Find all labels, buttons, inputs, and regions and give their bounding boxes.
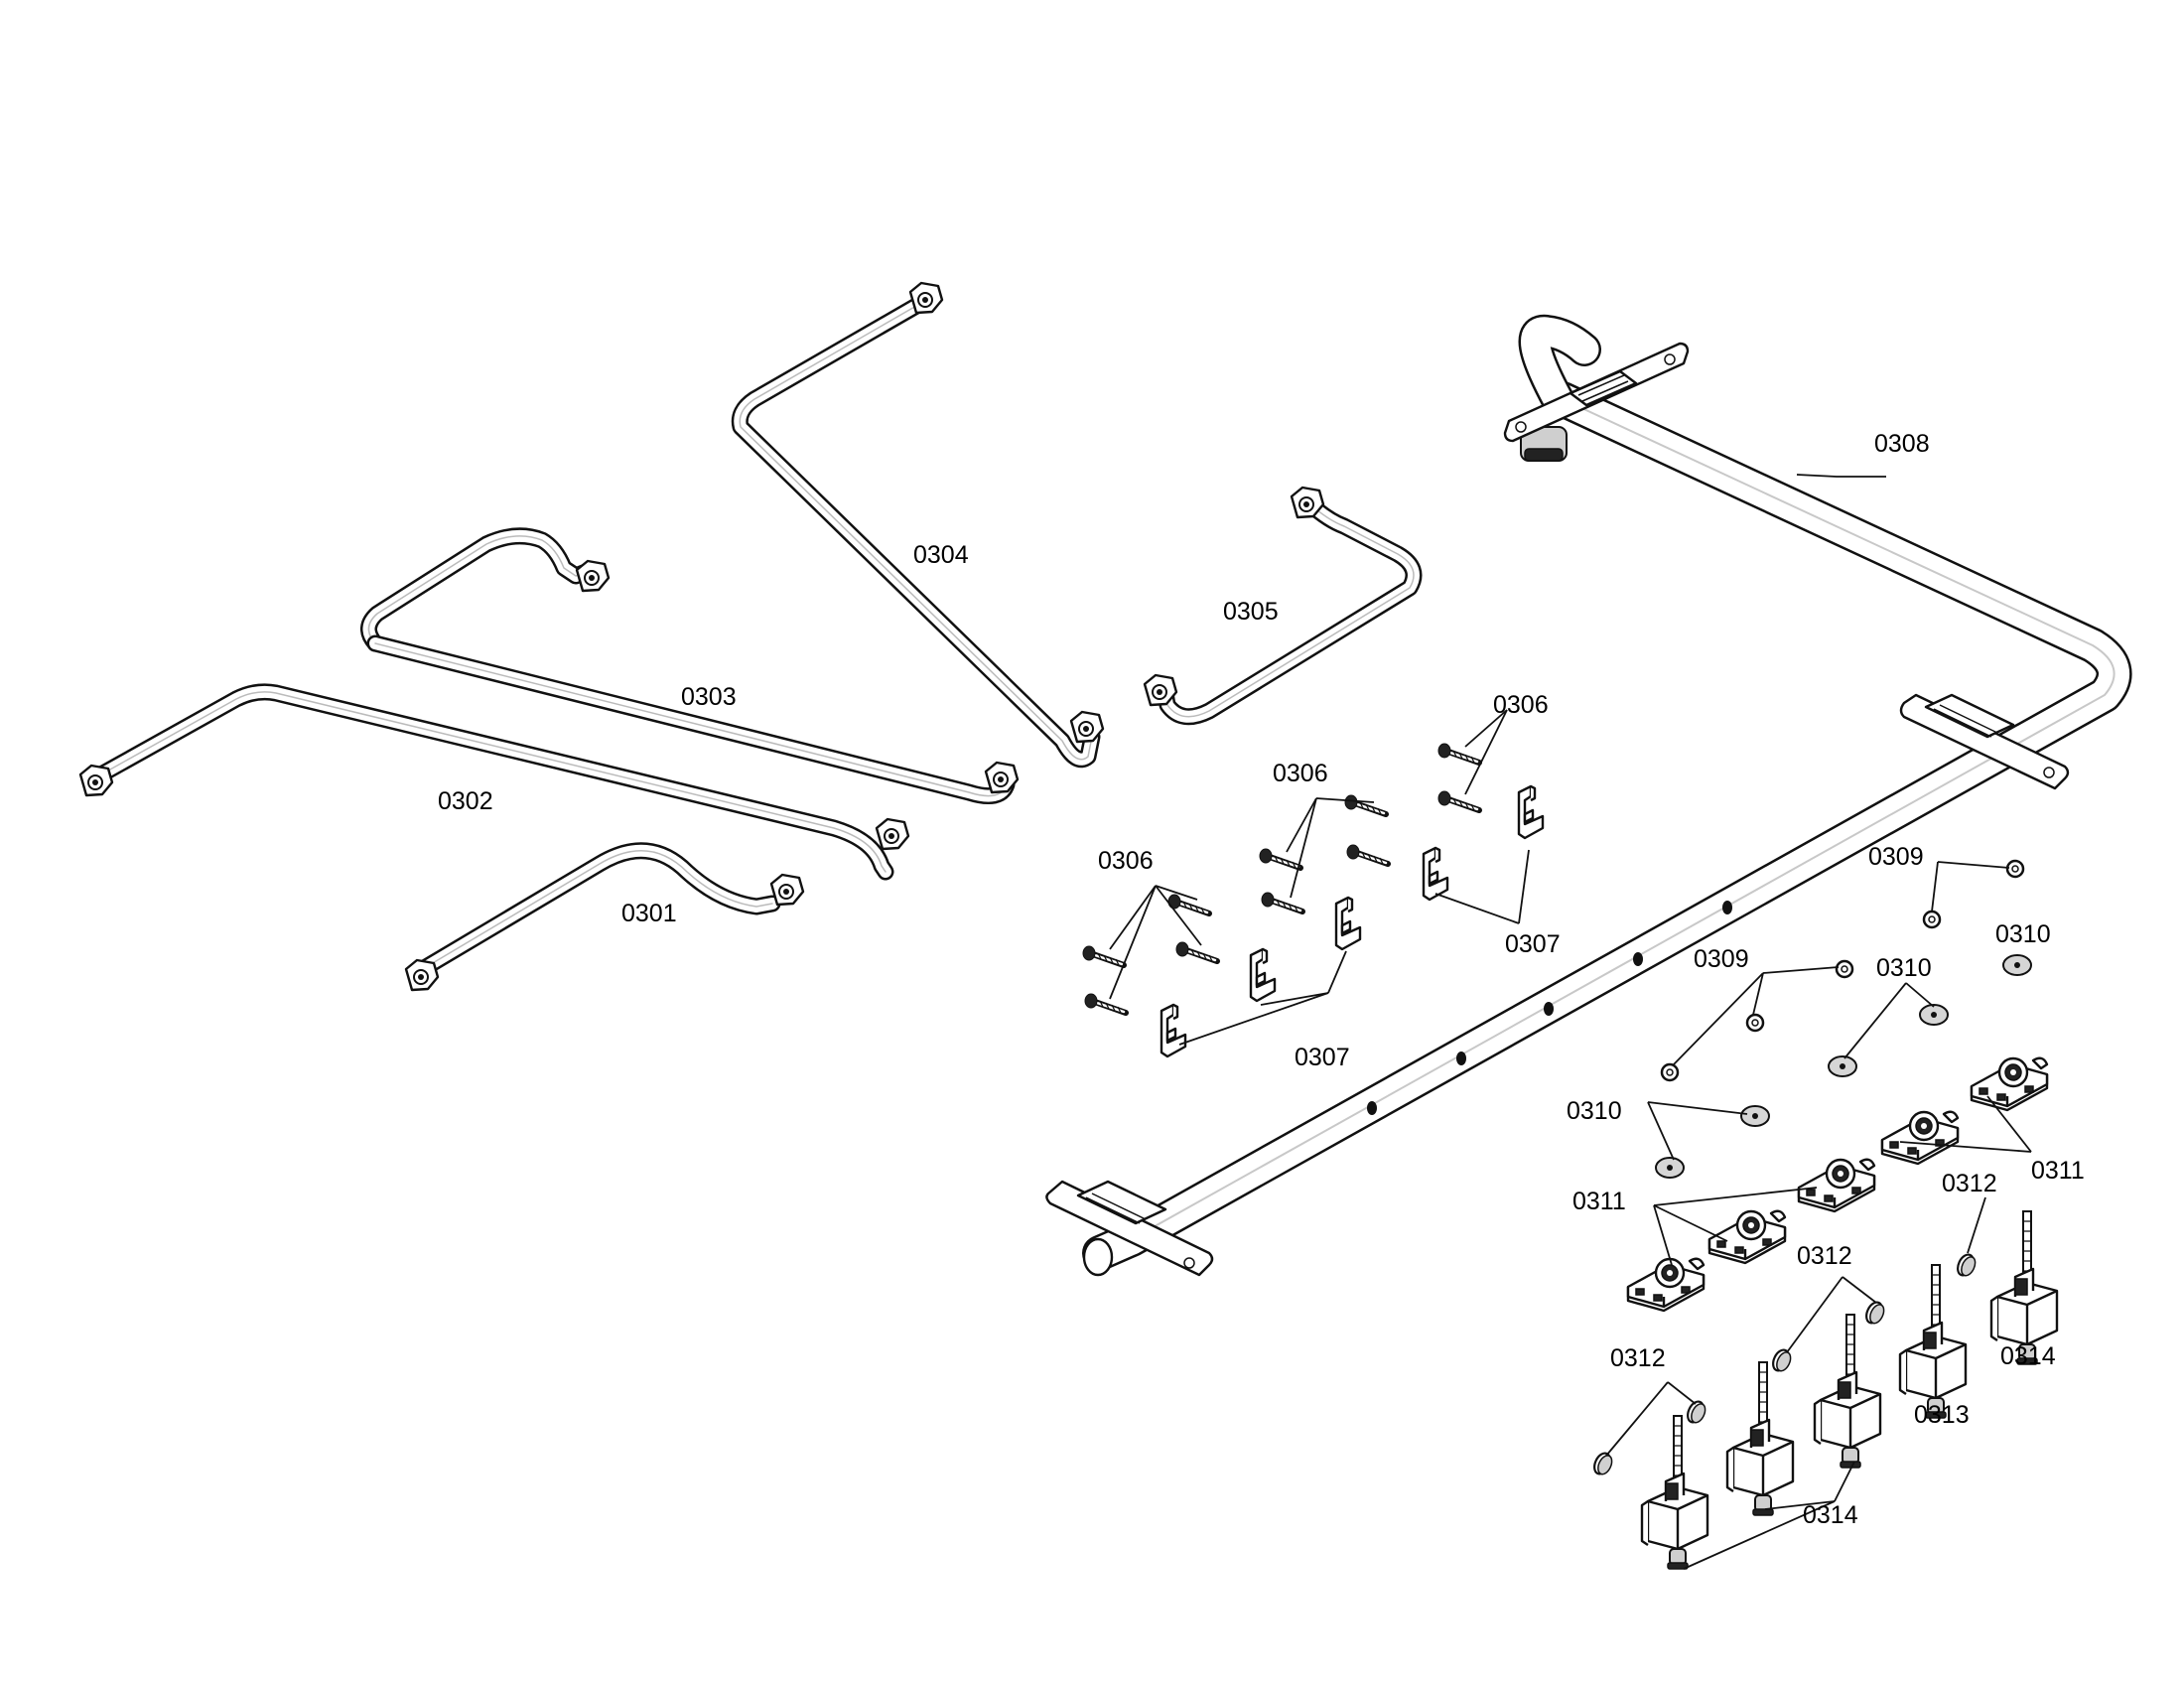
callout-0311: 0311 xyxy=(2031,1157,2085,1185)
pipe-0301 xyxy=(404,842,805,992)
callout-0312: 0312 xyxy=(1610,1344,1666,1372)
pipe-0305 xyxy=(1143,486,1423,726)
callout-0308: 0308 xyxy=(1874,430,1930,458)
callout-0304: 0304 xyxy=(913,541,969,569)
callout-0302: 0302 xyxy=(438,787,493,815)
clips-0307 xyxy=(1160,784,1545,1058)
callout-0307: 0307 xyxy=(1505,930,1561,958)
pipe-0303 xyxy=(360,527,1020,805)
pipe-0304 xyxy=(731,281,1105,769)
callout-labels: 0301 0302 0303 0304 0305 0306 0306 0306 … xyxy=(438,430,2085,1529)
callout-0309: 0309 xyxy=(1868,843,1924,871)
callout-0307: 0307 xyxy=(1295,1044,1350,1071)
leader-lines xyxy=(1109,474,2032,1570)
callout-0312: 0312 xyxy=(1797,1242,1852,1270)
callout-0306: 0306 xyxy=(1273,760,1328,787)
callout-0311: 0311 xyxy=(1572,1188,1626,1215)
callout-0306: 0306 xyxy=(1493,691,1549,719)
callout-0312: 0312 xyxy=(1942,1170,1997,1197)
callout-0301: 0301 xyxy=(621,900,677,927)
callout-0313: 0313 xyxy=(1914,1401,1970,1429)
washers-0310 xyxy=(1655,954,2032,1179)
callout-0314: 0314 xyxy=(2000,1342,2056,1370)
callout-0310: 0310 xyxy=(1995,920,2051,948)
pipe-0302 xyxy=(78,683,910,881)
manifold-rail-0308 xyxy=(1045,314,2132,1277)
callout-0303: 0303 xyxy=(681,683,737,711)
callout-0305: 0305 xyxy=(1223,598,1279,626)
callout-0309: 0309 xyxy=(1694,945,1749,973)
callout-0314: 0314 xyxy=(1803,1501,1858,1529)
callout-0306: 0306 xyxy=(1098,847,1154,875)
callout-0310: 0310 xyxy=(1876,954,1932,982)
callout-0310: 0310 xyxy=(1567,1097,1622,1125)
